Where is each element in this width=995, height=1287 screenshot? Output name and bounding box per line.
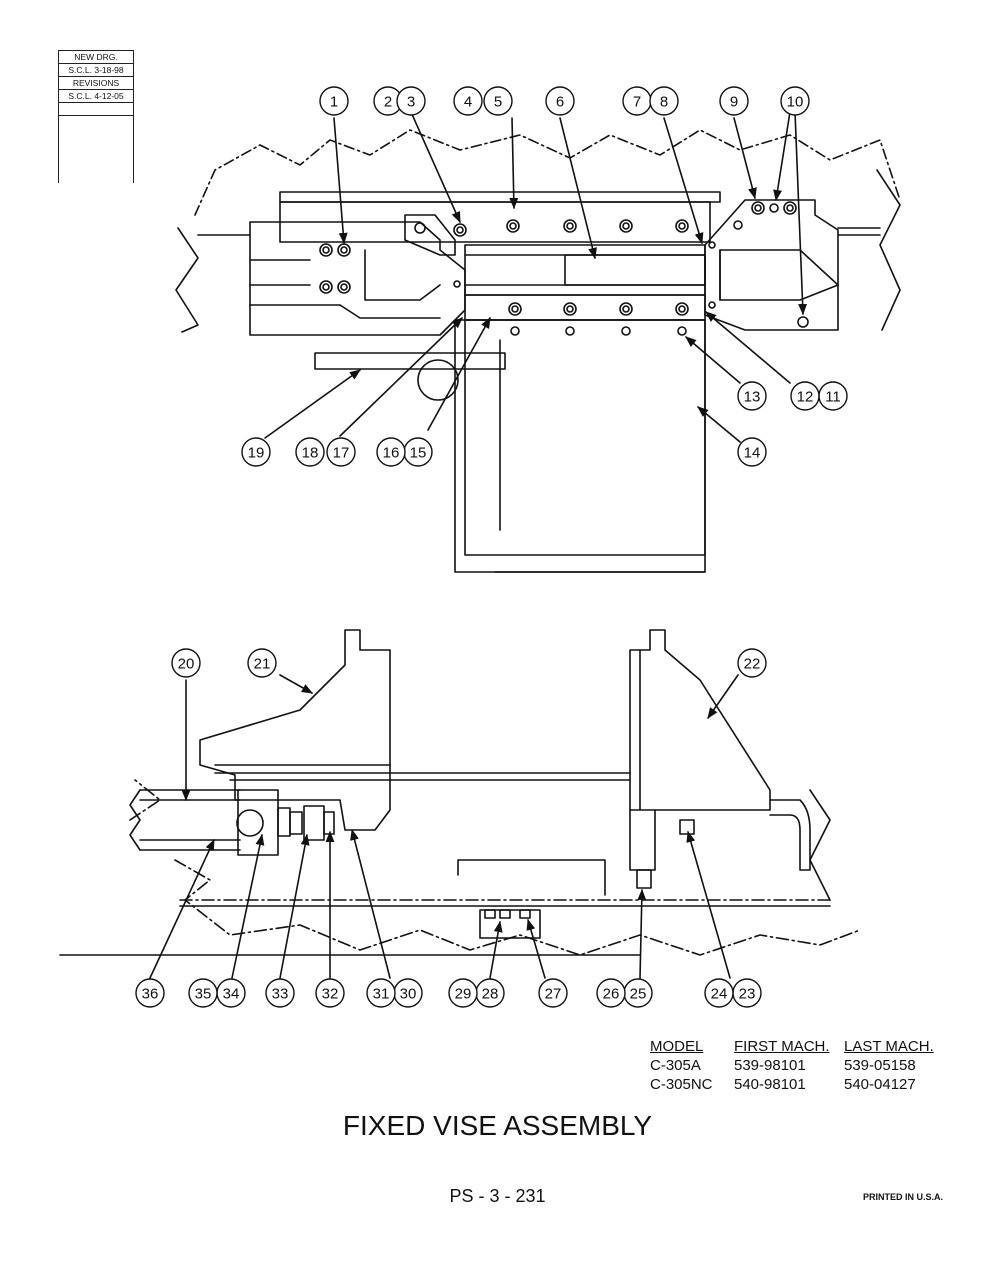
revisions-label: REVISIONS bbox=[59, 77, 133, 90]
callout-number-7: 7 bbox=[633, 94, 641, 111]
model-table-header: MODEL FIRST MACH. LAST MACH. bbox=[650, 1037, 954, 1056]
new-drg-label: NEW DRG. bbox=[59, 51, 133, 64]
callout-number-34: 34 bbox=[223, 986, 240, 1003]
callout-number-28: 28 bbox=[482, 986, 499, 1003]
callout-balloon-18 bbox=[295, 437, 325, 467]
callout-balloon-19 bbox=[241, 437, 271, 467]
first-mach-cell: 540-98101 bbox=[734, 1076, 806, 1093]
callout-balloon-13 bbox=[737, 381, 767, 411]
callout-balloon-3 bbox=[396, 86, 426, 116]
top-view bbox=[175, 111, 901, 573]
callout-balloon-6 bbox=[545, 86, 575, 116]
callout-number-24: 24 bbox=[711, 986, 728, 1003]
callout-number-35: 35 bbox=[195, 986, 212, 1003]
callout-number-18: 18 bbox=[302, 445, 319, 462]
callout-balloon-14 bbox=[737, 437, 767, 467]
last-mach-header: LAST MACH. bbox=[844, 1038, 934, 1055]
callout-number-1: 1 bbox=[330, 94, 338, 111]
page-number: PS - 3 - 231 bbox=[449, 1186, 546, 1206]
first-mach-header: FIRST MACH. bbox=[734, 1038, 830, 1055]
callout-balloon-1 bbox=[319, 86, 349, 116]
drawing-title: FIXED VISE ASSEMBLY bbox=[342, 1110, 653, 1141]
side-view bbox=[59, 629, 861, 979]
callout-number-29: 29 bbox=[455, 986, 472, 1003]
callout-balloon-20 bbox=[171, 648, 201, 678]
callout-number-16: 16 bbox=[383, 445, 400, 462]
callout-balloon-26 bbox=[596, 978, 626, 1008]
callout-number-2: 2 bbox=[384, 94, 392, 111]
callout-number-17: 17 bbox=[333, 445, 350, 462]
callout-balloon-32 bbox=[315, 978, 345, 1008]
callout-number-27: 27 bbox=[545, 986, 562, 1003]
last-mach-cell: 540-04127 bbox=[844, 1076, 916, 1093]
callout-number-36: 36 bbox=[142, 986, 159, 1003]
callout-balloon-22 bbox=[737, 648, 767, 678]
callout-balloon-5 bbox=[483, 86, 513, 116]
last-mach-cell: 539-05158 bbox=[844, 1057, 916, 1074]
callout-balloon-27 bbox=[538, 978, 568, 1008]
callout-number-33: 33 bbox=[272, 986, 289, 1003]
callout-balloon-12 bbox=[790, 381, 820, 411]
callout-number-6: 6 bbox=[556, 94, 564, 111]
callout-number-14: 14 bbox=[744, 445, 761, 462]
callout-number-22: 22 bbox=[744, 656, 761, 673]
callout-balloon-16 bbox=[376, 437, 406, 467]
callout-number-8: 8 bbox=[660, 94, 668, 111]
callout-balloon-9 bbox=[719, 86, 749, 116]
callout-number-32: 32 bbox=[322, 986, 339, 1003]
callout-balloon-29 bbox=[448, 978, 478, 1008]
callout-balloon-8 bbox=[649, 86, 679, 116]
callout-balloon-36 bbox=[135, 978, 165, 1008]
callout-number-5: 5 bbox=[494, 94, 502, 111]
callout-number-30: 30 bbox=[400, 986, 417, 1003]
callout-number-20: 20 bbox=[178, 656, 195, 673]
callout-number-13: 13 bbox=[744, 389, 761, 406]
callout-balloon-10 bbox=[780, 86, 810, 116]
callout-number-26: 26 bbox=[603, 986, 620, 1003]
callout-balloon-33 bbox=[265, 978, 295, 1008]
callout-balloon-35 bbox=[188, 978, 218, 1008]
callout-balloon-4 bbox=[453, 86, 483, 116]
model-table: MODEL FIRST MACH. LAST MACH. C-305A 539-… bbox=[650, 1037, 954, 1094]
callout-number-11: 11 bbox=[825, 389, 841, 406]
callout-number-25: 25 bbox=[630, 986, 647, 1003]
model-cell: C-305A bbox=[650, 1057, 701, 1074]
callout-number-9: 9 bbox=[730, 94, 738, 111]
callout-number-12: 12 bbox=[797, 389, 814, 406]
callout-number-3: 3 bbox=[407, 94, 415, 111]
model-cell: C-305NC bbox=[650, 1076, 713, 1093]
first-mach-cell: 539-98101 bbox=[734, 1057, 806, 1074]
callout-number-31: 31 bbox=[373, 986, 390, 1003]
printed-notice: PRINTED IN U.S.A. bbox=[862, 1192, 943, 1202]
callout-balloon-31 bbox=[366, 978, 396, 1008]
callout-number-19: 19 bbox=[248, 445, 265, 462]
callout-balloon-21 bbox=[247, 648, 277, 678]
callout-balloon-17 bbox=[326, 437, 356, 467]
model-table-row: C-305NC 540-98101 540-04127 bbox=[650, 1075, 954, 1094]
model-table-row: C-305A 539-98101 539-05158 bbox=[650, 1056, 954, 1075]
callout-number-4: 4 bbox=[464, 94, 472, 111]
revision-block: NEW DRG. S.C.L. 3-18-98 REVISIONS S.C.L.… bbox=[58, 50, 134, 183]
model-header: MODEL bbox=[650, 1038, 704, 1055]
new-drg-date: S.C.L. 3-18-98 bbox=[59, 64, 133, 77]
callout-number-21: 21 bbox=[254, 656, 271, 673]
callout-number-23: 23 bbox=[739, 986, 756, 1003]
callout-balloon-24 bbox=[704, 978, 734, 1008]
callout-number-15: 15 bbox=[410, 445, 427, 462]
callout-number-10: 10 bbox=[787, 94, 804, 111]
revision-empty-row bbox=[59, 103, 133, 116]
revision-date: S.C.L. 4-12-05 bbox=[59, 90, 133, 103]
